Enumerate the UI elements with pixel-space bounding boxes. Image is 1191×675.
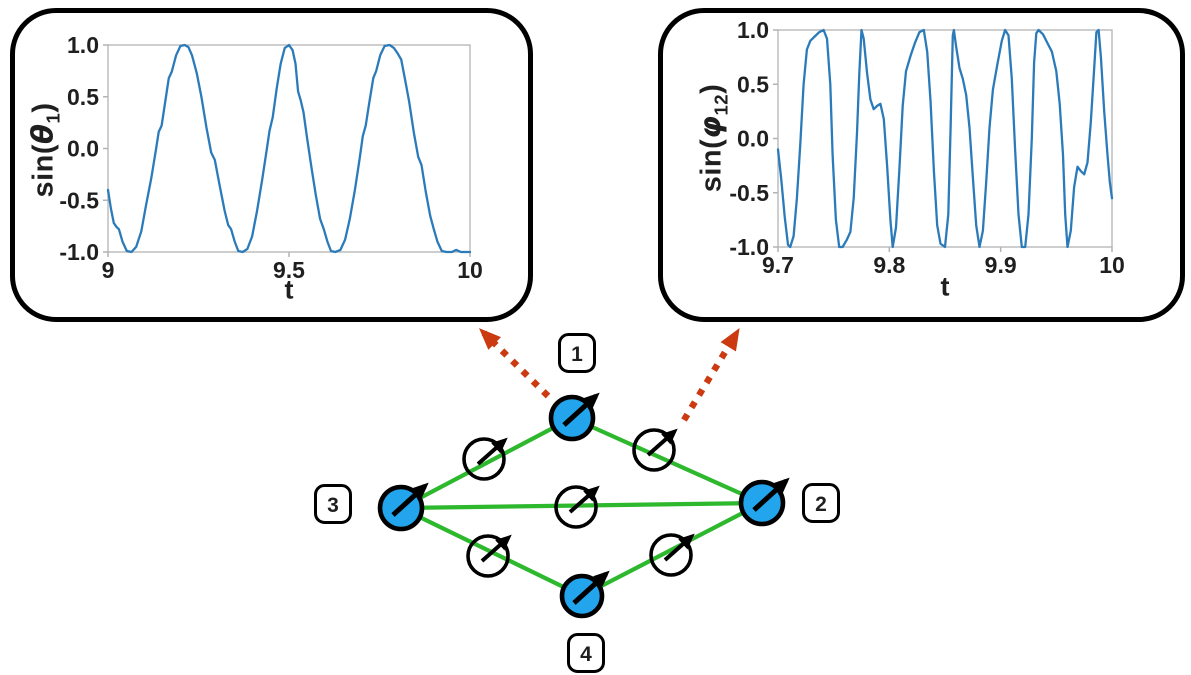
edge-oscillator-circle [462,437,506,481]
network-edge [400,500,763,511]
network-edge [571,416,763,505]
x-tick-label: 9.5 [273,257,305,283]
node-phase-arrow [572,570,610,605]
y-tick-label: -1.0 [59,239,99,265]
x-tick-label: 9.7 [762,252,794,278]
oscillator-phase-arrow [568,485,600,514]
y-tick-label: -0.5 [729,180,769,206]
node-label-text: 4 [580,643,592,666]
node-label-box [558,333,596,373]
edge-oscillator-circle [632,428,676,472]
chart-theta1: 9 9.5 10 1.0 0.5 0.0 -0.5 -1.0 [59,32,483,283]
node-label-text: 1 [571,343,583,366]
x-tick-label: 10 [1099,252,1125,278]
node-label-box [567,633,605,673]
node-phase-arrow [752,477,790,512]
node-phase-arrow [562,392,600,427]
x-axis-label-phi12: t [940,271,950,302]
chart-phi12: 9.7 9.8 9.9 10 1.0 0.5 0.0 -0.5 -1.0 [729,17,1125,278]
signal-line [776,28,1114,249]
x-tick-label: 9 [102,257,115,283]
node-phase-arrow [391,482,429,517]
network-edge [400,416,573,510]
x-tick-label: 9.9 [985,252,1017,278]
y-tick-label: 1.0 [737,17,769,43]
callout-dotted-arrow [479,328,551,399]
signal-line [106,43,472,254]
node-label-text: 2 [815,493,827,516]
x-tick-label: 10 [457,257,483,283]
y-tick-label: 0.0 [737,126,769,152]
y-tick-label: -0.5 [59,187,99,213]
oscillator-phase-arrow [646,428,678,457]
edge-oscillator-circle [466,534,510,578]
network-edge [581,501,763,598]
y-tick-label: 0.5 [737,71,769,97]
oscillator-phase-arrow [480,534,512,563]
oscillator-phase-arrow [476,437,508,466]
node-label-box [314,484,352,524]
x-axis-label-theta1: t [284,274,294,305]
edge-oscillator-circle [554,485,598,529]
x-tick-label: 9.8 [873,252,905,278]
y-tick-label: 0.0 [67,136,99,162]
callout-dotted-arrow [681,328,740,422]
oscillator-phase-arrow [663,533,695,562]
node-label-text: 3 [327,494,339,517]
y-tick-label: 0.5 [67,84,99,110]
y-tick-label: -1.0 [729,234,769,260]
node-label-box [802,483,840,523]
edge-oscillator-circle [649,533,693,577]
y-tick-label: 1.0 [67,32,99,58]
